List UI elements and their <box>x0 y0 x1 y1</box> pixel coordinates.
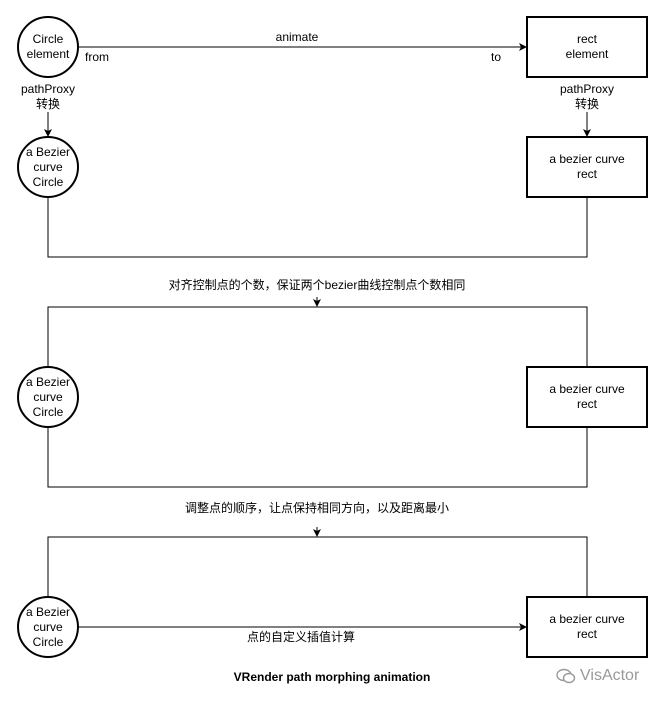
bezier-circle-text-1: a Bezier curve Circle <box>25 144 71 189</box>
diagram-caption: VRender path morphing animation <box>233 670 431 684</box>
wechat-icon <box>556 668 576 684</box>
stage-3-bracket-top <box>47 536 588 597</box>
bezier-circle-text-3: a Bezier curve Circle <box>25 604 71 649</box>
bezier-rect-node-3 <box>526 596 648 658</box>
stage-2-bracket-bottom <box>47 427 588 488</box>
bezier-rect-node-2 <box>526 366 648 428</box>
bezier-circle-text-2: a Bezier curve Circle <box>25 374 71 419</box>
from-label: from <box>85 50 109 64</box>
bezier-rect-text-3: a bezier curve rect <box>549 612 625 641</box>
bezier-rect-text-2: a bezier curve rect <box>549 382 625 411</box>
watermark-text: VisActor <box>580 667 640 684</box>
path-proxy-label-right: pathProxy 转换 <box>559 82 615 111</box>
animate-label: animate <box>275 30 319 44</box>
path-proxy-label-left: pathProxy 转换 <box>20 82 76 111</box>
custom-interpolation-label: 点的自定义插值计算 <box>246 630 356 644</box>
to-label: to <box>491 50 502 64</box>
stage-1-bracket <box>47 197 588 258</box>
stage-2-bracket-top <box>47 306 588 367</box>
rect-element-node <box>526 16 648 78</box>
adjust-point-order-label: 调整点的顺序，让点保持相同方向，以及距离最小 <box>184 501 450 515</box>
rect-element-text: rect element <box>565 32 609 61</box>
bezier-rect-text-1: a bezier curve rect <box>549 152 625 181</box>
watermark: VisActor <box>556 667 639 685</box>
align-control-points-label: 对齐控制点的个数，保证两个bezier曲线控制点个数相同 <box>168 278 466 292</box>
circle-element-text: Circle element <box>26 32 70 61</box>
